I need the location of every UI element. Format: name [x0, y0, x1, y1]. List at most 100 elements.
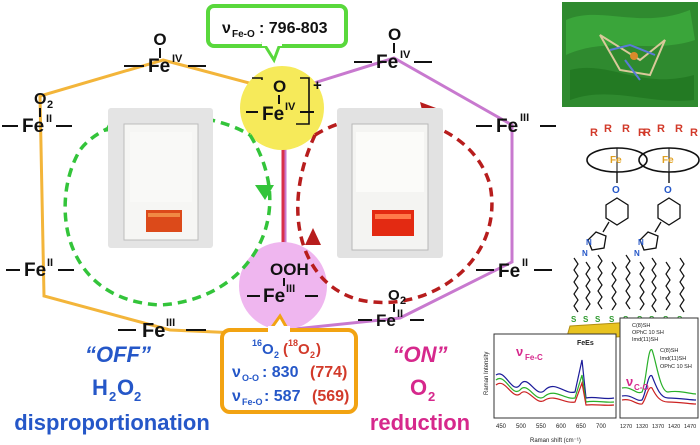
svg-text:S: S [609, 315, 615, 324]
svg-text:O: O [388, 25, 401, 44]
spectrum1-tick: 550 [536, 424, 547, 430]
center-bottom-feIII-ooh: OOH Fe III [247, 260, 318, 307]
svg-text:Fe: Fe [376, 52, 398, 73]
svg-text:O: O [388, 287, 400, 304]
svg-text:Fe: Fe [142, 320, 165, 342]
svg-text:2: 2 [400, 295, 406, 307]
svg-text:N: N [582, 249, 588, 258]
porphyrin-left: R R R R Fe O N N [582, 123, 648, 258]
spectrum2-tick: 1420 [668, 424, 680, 430]
spectrum1-tick: 600 [556, 424, 567, 430]
svg-text:2: 2 [109, 389, 116, 404]
porphyrin-right: R R R R Fe O N N [634, 123, 700, 258]
svg-text:R: R [690, 127, 698, 139]
svg-text:Fe: Fe [22, 116, 44, 137]
svg-text:O: O [153, 30, 166, 49]
svg-text:O: O [262, 341, 274, 358]
svg-text:II: II [47, 257, 53, 269]
svg-text:IV: IV [172, 53, 183, 65]
svg-text:“OFF”: “OFF” [85, 342, 151, 367]
on-cycle-arrow [296, 115, 494, 305]
feIV-oxo-bubble [240, 66, 324, 150]
svg-text:III: III [166, 317, 175, 329]
spectrum1-tick: 450 [496, 424, 507, 430]
isotope-callout: 16 O 2 ( 18 O 2 ) ν O-O : 830 (774) ν Fe… [220, 313, 358, 414]
svg-text:IV: IV [285, 101, 296, 113]
spectrum1-tick: 650 [576, 424, 587, 430]
on-label: “ON” O 2 reduction [370, 342, 470, 435]
svg-text:16: 16 [252, 338, 262, 348]
svg-text:R: R [643, 127, 651, 139]
spectrum2-legend: Imd(11)SH [660, 356, 686, 362]
svg-text:Fe: Fe [610, 155, 622, 166]
svg-text:2: 2 [47, 99, 53, 111]
svg-text:III: III [520, 112, 529, 124]
right-lower-feII: Fe II [476, 257, 552, 282]
svg-text:Fe: Fe [662, 155, 674, 166]
svg-text:N: N [586, 238, 592, 247]
spectrum1-ylabel: Raman Intensity [484, 352, 490, 395]
left-top-feIV-oxo: O Fe IV [124, 30, 206, 77]
right-upper-feIII: Fe III [476, 112, 556, 137]
svg-text:Fe: Fe [148, 56, 170, 77]
svg-text:II: II [397, 308, 403, 320]
svg-text:S: S [571, 315, 577, 324]
svg-text:O: O [612, 185, 620, 196]
left-upper-feII-o2: O 2 Fe II [2, 91, 72, 137]
svg-text:O: O [34, 91, 46, 108]
svg-text:2: 2 [310, 350, 315, 360]
svg-text:2: 2 [274, 350, 279, 360]
svg-text:Fe-O: Fe-O [232, 29, 255, 40]
svg-text:2: 2 [134, 389, 141, 404]
svg-text:): ) [316, 341, 321, 358]
svg-text:Fe-C: Fe-C [525, 353, 543, 362]
svg-text:(: ( [283, 341, 288, 358]
svg-text:O: O [298, 341, 310, 358]
svg-text:R: R [657, 123, 665, 135]
right-bottom-feII-o2: O 2 Fe II [358, 287, 424, 330]
svg-text:O: O [410, 375, 427, 400]
center-top-feIV-oxo-cation: O Fe IV + [246, 77, 322, 125]
svg-text:Fe: Fe [376, 311, 396, 330]
off-label: “OFF” H 2 O 2 disproportionation [14, 342, 210, 435]
spectrum2-legend: C(8)SH [660, 348, 678, 354]
svg-text:Fe: Fe [498, 261, 520, 282]
raman-spectrum-2: 1270 1320 1370 1420 1470 C(8)SH Imd(11)S… [619, 317, 699, 430]
off-arrowhead-2 [255, 185, 274, 200]
svg-text:O: O [117, 375, 134, 400]
svg-text:N: N [638, 238, 644, 247]
switch-off-photo [108, 108, 213, 248]
svg-text:: 830: : 830 [262, 364, 299, 381]
svg-text:C(8)SH: C(8)SH [632, 323, 650, 329]
svg-text:II: II [522, 257, 528, 269]
svg-text:Fe: Fe [496, 116, 518, 137]
sam-electrode-schematic: R R R R Fe O N N R R R R Fe O N [565, 123, 700, 341]
svg-text:C-O: C-O [634, 383, 649, 392]
svg-text:: 796-803: : 796-803 [259, 20, 328, 37]
svg-text:+: + [313, 77, 322, 94]
svg-text:disproportionation: disproportionation [14, 410, 210, 435]
feO-stretch-callout: ν Fe-O : 796-803 [206, 4, 348, 64]
spectrum2-tick: 1470 [684, 424, 696, 430]
svg-text:Fe: Fe [263, 286, 285, 307]
svg-text:S: S [583, 315, 589, 324]
right-top-feIV-oxo: O Fe IV [354, 25, 432, 73]
svg-text:reduction: reduction [370, 410, 470, 435]
svg-text:“ON”: “ON” [393, 342, 448, 367]
svg-text:II: II [46, 113, 52, 125]
left-bottom-feIII: Fe III [118, 317, 206, 342]
svg-text:Imd(11)SH: Imd(11)SH [632, 337, 658, 343]
spectrum2-tick: 1320 [636, 424, 648, 430]
spectrum1-tick: 700 [596, 424, 607, 430]
svg-text:H: H [92, 375, 108, 400]
svg-text:O: O [273, 77, 286, 96]
svg-text:R: R [675, 123, 683, 135]
svg-text:R: R [604, 123, 612, 135]
spectrum1-legend: C(8)SH OPhC 10 SH Imd(11)SH [632, 323, 664, 343]
spectrum2-tick: 1370 [652, 424, 664, 430]
svg-text:18: 18 [288, 338, 298, 348]
svg-text:O-O: O-O [242, 373, 259, 383]
spectrum1-tick: 500 [516, 424, 527, 430]
switch-on-photo [337, 108, 443, 258]
svg-text:R: R [622, 123, 630, 135]
